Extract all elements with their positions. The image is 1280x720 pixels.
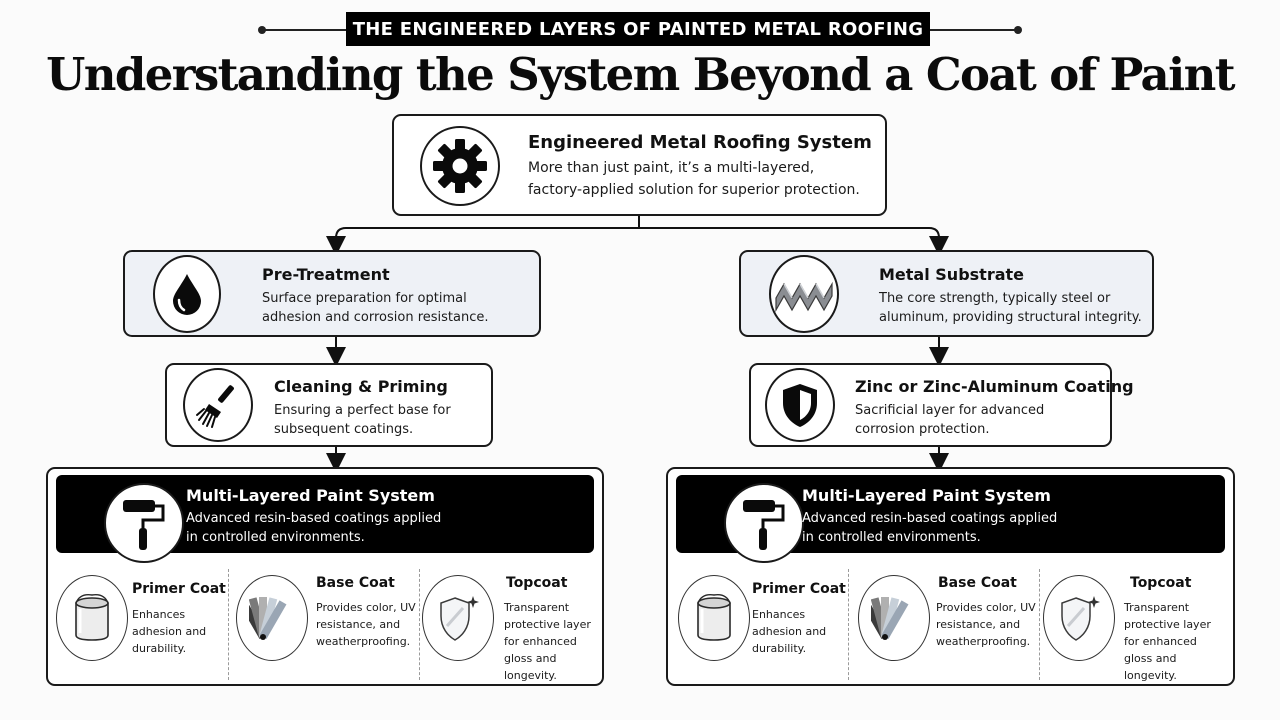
paint-system-description-right: Advanced resin-based coatings applied in… bbox=[802, 511, 1058, 545]
pre-treatment-box: Pre-Treatment Surface preparation for op… bbox=[123, 250, 541, 337]
shield-sparkle-icon bbox=[422, 575, 494, 661]
column-divider bbox=[848, 569, 849, 680]
coat-title: Base Coat bbox=[316, 575, 395, 591]
column-divider bbox=[1039, 569, 1040, 680]
column-divider bbox=[419, 569, 420, 680]
metal-substrate-box: Metal Substrate The core strength, typic… bbox=[739, 250, 1154, 337]
paint-roller-icon bbox=[724, 483, 804, 563]
coat-title: Primer Coat bbox=[752, 581, 846, 597]
kicker-left-rule bbox=[262, 29, 346, 31]
connector-root-right bbox=[639, 227, 949, 256]
paint-system-description-left: Advanced resin-based coatings applied in… bbox=[186, 511, 442, 545]
paint-system-panel-left: Multi-Layered Paint System Advanced resi… bbox=[46, 467, 604, 686]
coat-title: Topcoat bbox=[506, 575, 568, 591]
zinc-coating-box: Zinc or Zinc-Aluminum Coating Sacrificia… bbox=[749, 363, 1134, 447]
water-drop-icon bbox=[153, 255, 221, 333]
paint-system-title-right: Multi-Layered Paint System bbox=[802, 486, 1051, 505]
zinc-coating-title: Zinc or Zinc-Aluminum Coating bbox=[855, 377, 1134, 396]
root-description: More than just paint, it’s a multi-layer… bbox=[528, 160, 860, 198]
paint-can-icon bbox=[56, 575, 128, 661]
pre-treatment-description: Surface preparation for optimal adhesion… bbox=[262, 291, 489, 325]
column-divider bbox=[228, 569, 229, 680]
coat-description: Enhances adhesion and durability. bbox=[132, 608, 207, 655]
color-swatch-icon bbox=[858, 575, 930, 661]
coat-description: Transparent protective layer for enhance… bbox=[1124, 601, 1211, 682]
brush-icon bbox=[183, 368, 253, 442]
coat-title: Primer Coat bbox=[132, 581, 226, 597]
paint-can-icon bbox=[678, 575, 750, 661]
page-title: Understanding the System Beyond a Coat o… bbox=[46, 48, 1235, 101]
shield-icon bbox=[765, 368, 835, 442]
coat-description: Provides color, UV resistance, and weath… bbox=[936, 601, 1036, 648]
shield-sparkle-icon bbox=[1043, 575, 1115, 661]
coat-description: Provides color, UV resistance, and weath… bbox=[316, 601, 416, 648]
paint-system-header-left: Multi-Layered Paint System Advanced resi… bbox=[56, 475, 594, 563]
paint-system-panel-right: Multi-Layered Paint System Advanced resi… bbox=[666, 467, 1235, 686]
paint-roller-icon bbox=[104, 483, 184, 563]
color-swatch-icon bbox=[236, 575, 308, 661]
kicker-banner: THE ENGINEERED LAYERS OF PAINTED METAL R… bbox=[346, 12, 930, 46]
pre-treatment-title: Pre-Treatment bbox=[262, 265, 390, 284]
paint-system-title-left: Multi-Layered Paint System bbox=[186, 486, 435, 505]
root-system-box: Engineered Metal Roofing System More tha… bbox=[392, 114, 887, 216]
cleaning-priming-box: Cleaning & Priming Ensuring a perfect ba… bbox=[165, 363, 493, 447]
connector-root-left bbox=[326, 227, 639, 256]
coat-description: Enhances adhesion and durability. bbox=[752, 608, 827, 655]
zinc-coating-description: Sacrificial layer for advanced corrosion… bbox=[855, 403, 1045, 437]
coat-description: Transparent protective layer for enhance… bbox=[504, 601, 591, 682]
cleaning-priming-title: Cleaning & Priming bbox=[274, 377, 448, 396]
metal-substrate-description: The core strength, typically steel or al… bbox=[879, 291, 1142, 325]
cleaning-priming-description: Ensuring a perfect base for subsequent c… bbox=[274, 403, 451, 437]
kicker-right-dot bbox=[1014, 26, 1022, 34]
gear-icon bbox=[420, 126, 500, 206]
metal-substrate-title: Metal Substrate bbox=[879, 265, 1024, 284]
coat-title: Base Coat bbox=[938, 575, 1017, 591]
paint-system-header-right: Multi-Layered Paint System Advanced resi… bbox=[676, 475, 1225, 563]
kicker-right-rule bbox=[930, 29, 1016, 31]
root-title: Engineered Metal Roofing System bbox=[528, 132, 872, 153]
corrugated-metal-icon bbox=[769, 255, 839, 333]
coat-title: Topcoat bbox=[1130, 575, 1192, 591]
